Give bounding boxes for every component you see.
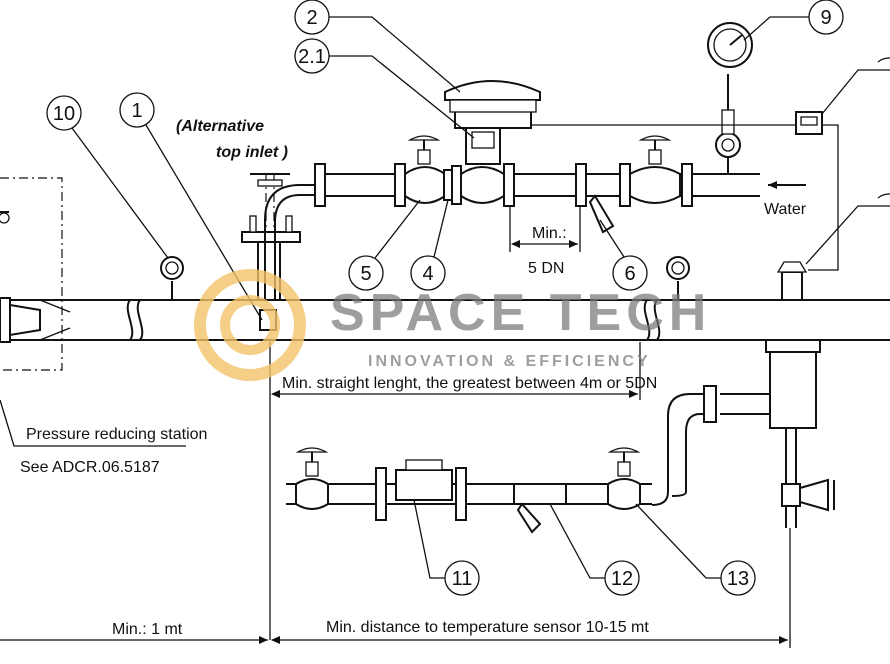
callout-10-circle — [46, 95, 82, 131]
min-1-mt-label: Min.: 1 mt — [112, 621, 183, 638]
callout-4-circle — [410, 255, 446, 291]
pressure-gauge-left — [160, 256, 184, 300]
callout-12: 12 — [611, 568, 633, 590]
callout-1-circle — [119, 92, 155, 128]
bottom-dimensions: Min.: 1 mt Min. distance to temperature … — [0, 528, 791, 648]
callout-13: 13 — [727, 568, 749, 590]
callout-9: 9 — [820, 7, 831, 29]
callout-11: 11 — [452, 568, 473, 590]
pressure-reducing-station-box — [0, 177, 63, 371]
min-distance-sensor-label: Min. distance to temperature sensor 10-1… — [326, 619, 649, 636]
callouts: 10 1 2 2.1 5 4 6 9 11 — [46, 0, 890, 596]
water-injection-line — [314, 22, 839, 271]
see-reference-label: See ADCR.06.5187 — [20, 459, 160, 476]
callout-2-1: 2.1 — [298, 46, 326, 68]
temperature-sensor — [776, 261, 808, 301]
water-label: Water — [764, 201, 807, 218]
straight-length-dimension: Min. straight lenght, the greatest betwe… — [269, 342, 657, 640]
callout-5: 5 — [360, 263, 371, 285]
alternative-top-inlet-label-2: top inlet ) — [216, 144, 288, 161]
callout-6: 6 — [624, 263, 635, 285]
callout-2: 2 — [306, 7, 317, 29]
drain-pot — [651, 339, 835, 528]
five-dn-label: 5 DN — [528, 260, 564, 277]
pressure-gauge-right — [666, 256, 690, 300]
min-5dn-dimension: Min.: 5 DN — [509, 206, 581, 277]
pressure-reducing-station-label: Pressure reducing station — [26, 426, 207, 443]
callout-4: 4 — [422, 263, 433, 285]
space-tech-watermark: SPACE TECH INNOVATION & EFFICIENCY — [194, 269, 711, 381]
main-steam-pipe — [0, 297, 890, 343]
bypass-line — [286, 447, 652, 534]
callout-5-circle — [348, 255, 384, 291]
alternative-top-inlet-label-1: (Alternative — [176, 118, 264, 135]
pressure-reducing-station-labels: Pressure reducing station See ADCR.06.51… — [0, 399, 207, 476]
watermark-subtitle: INNOVATION & EFFICIENCY — [368, 353, 651, 370]
space-tech-logo — [194, 269, 306, 381]
callout-6-circle — [612, 255, 648, 291]
callout-1: 1 — [131, 100, 142, 122]
callout-10: 10 — [53, 103, 75, 125]
straight-length-label: Min. straight lenght, the greatest betwe… — [282, 375, 657, 392]
min-label: Min.: — [532, 225, 567, 242]
watermark-title: SPACE TECH — [330, 284, 711, 342]
desuperheater-nozzle — [241, 173, 320, 331]
